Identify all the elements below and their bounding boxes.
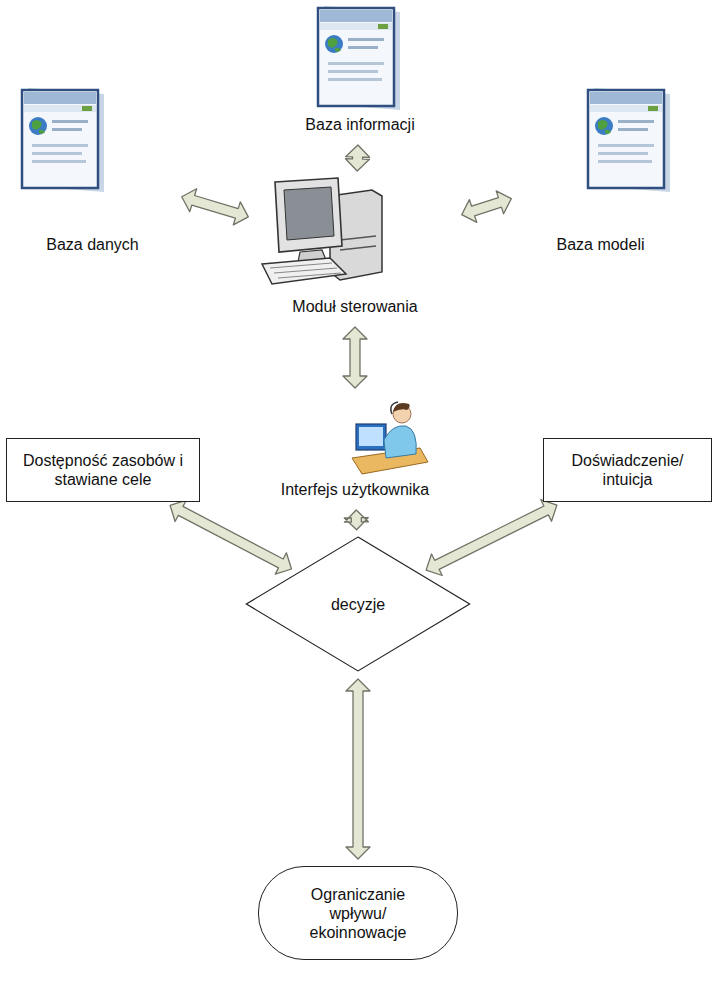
computer-icon <box>262 178 382 284</box>
double-block-arrow <box>346 679 370 859</box>
node-label: decyzje <box>331 595 385 614</box>
node-label: Baza modeli <box>556 235 644 254</box>
computer-node: Moduł sterowania <box>255 178 455 320</box>
double-block-arrow <box>344 510 368 530</box>
decision-diamond: decyzje <box>245 536 471 672</box>
outcome-terminal: Ograniczanie wpływu/ ekoinnowacje <box>258 866 458 960</box>
web-window-icon <box>588 88 670 192</box>
node-label: Moduł sterowania <box>292 297 417 316</box>
user-node: Interfejs użytkownika <box>262 395 448 503</box>
double-block-arrow <box>426 500 557 576</box>
user-icon <box>352 402 428 474</box>
web-window-icon <box>318 6 400 110</box>
double-block-arrow <box>343 327 367 388</box>
web-window-node: Baza danych <box>10 82 175 258</box>
web-window-node: Baza modeli <box>518 82 683 258</box>
node-label: Doświadczenie/ intuicja <box>553 451 702 489</box>
web-window-node: Baza informacji <box>275 0 445 138</box>
node-label: Interfejs użytkownika <box>281 480 430 499</box>
node-label: Dostępność zasobów i stawiane cele <box>16 451 190 489</box>
web-window-icon <box>22 88 104 192</box>
node-label: Ograniczanie wpływu/ ekoinnowacje <box>298 885 418 942</box>
text-box: Doświadczenie/ intuicja <box>543 438 712 502</box>
double-block-arrow <box>170 500 291 574</box>
double-block-arrow <box>346 145 370 171</box>
node-label: Baza danych <box>46 235 139 254</box>
text-box: Dostępność zasobów i stawiane cele <box>6 438 200 502</box>
node-label: Baza informacji <box>305 115 414 134</box>
double-block-arrow <box>462 191 512 223</box>
double-block-arrow <box>182 189 249 225</box>
